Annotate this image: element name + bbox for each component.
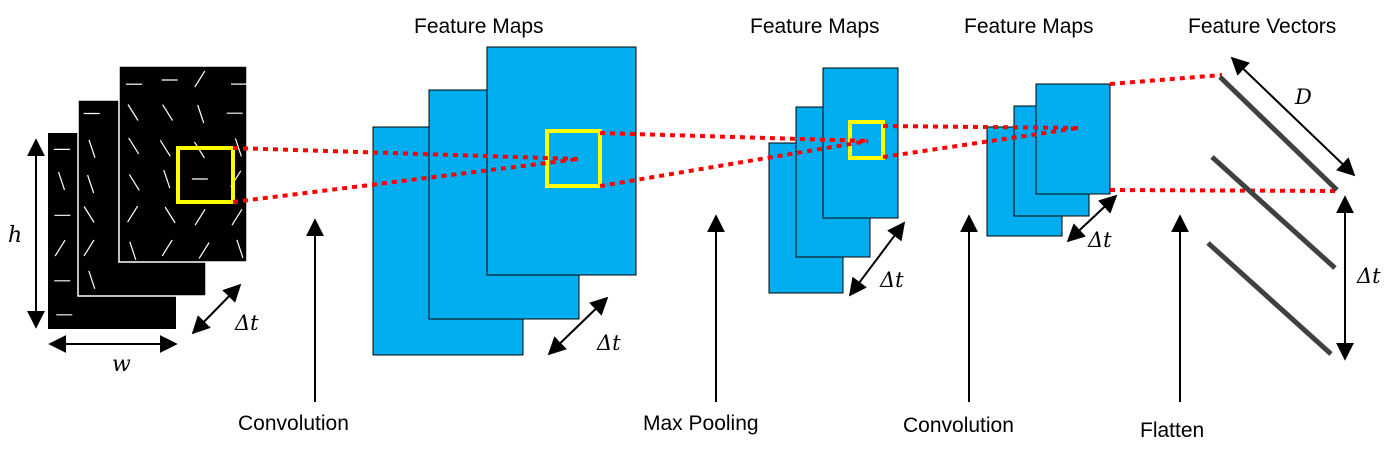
max-pooling-label: Max Pooling [643, 412, 759, 435]
edge-stroke [83, 206, 95, 223]
receptive-field-box-input [176, 146, 235, 204]
input-frames [48, 65, 248, 329]
edge-stroke [127, 205, 139, 223]
flatten-label: Flatten [1140, 419, 1204, 442]
edge-stroke [163, 169, 171, 189]
feature-maps-2-title: Feature Maps [750, 15, 880, 38]
edge-stroke [194, 70, 206, 88]
feature-vectors [1206, 75, 1339, 356]
convolution-label-2: Convolution [903, 414, 1014, 437]
edge-stroke [128, 137, 140, 155]
dimension-arrow [1230, 56, 1356, 177]
feature-maps-3 [986, 83, 1111, 237]
edge-stroke [129, 241, 137, 260]
feature-map-1-front [486, 46, 637, 276]
edge-stroke [164, 206, 176, 224]
edge-stroke [234, 138, 242, 157]
edge-stroke [128, 174, 140, 191]
feature-map-3-front [1035, 83, 1111, 195]
feature-maps-3-title: Feature Maps [964, 15, 1094, 38]
depth-label-vectors: Δt [1356, 264, 1381, 288]
height-label: h [8, 223, 22, 248]
edge-stroke [198, 242, 210, 259]
edge-stroke [231, 208, 243, 226]
edge-stroke [127, 104, 139, 121]
edge-stroke [161, 239, 173, 257]
depth-arrow-fm1 [547, 296, 609, 356]
feature-vector-3 [1206, 241, 1333, 356]
feature-vectors-title: Feature Vectors [1188, 15, 1336, 38]
edge-stroke [87, 174, 95, 194]
dimension-label: D [1294, 85, 1312, 109]
edge-stroke [88, 270, 96, 289]
depth-label-fm1: Δt [596, 331, 621, 355]
feature-maps-2 [768, 67, 899, 294]
edge-stroke [54, 239, 66, 257]
edge-stroke [83, 239, 95, 257]
feature-maps-1 [372, 46, 637, 356]
width-label: w [112, 352, 131, 377]
feature-vector-1 [1218, 75, 1339, 192]
depth-arrow-fm3 [1066, 194, 1118, 243]
edge-stroke [197, 104, 205, 124]
feature-maps-1-title: Feature Maps [414, 15, 544, 38]
depth-arrow-fm2 [848, 221, 906, 297]
edge-stroke [57, 171, 66, 191]
edge-stroke [162, 104, 174, 121]
depth-label-fm2: Δt [879, 268, 904, 292]
convolution-label-1: Convolution [238, 412, 349, 435]
edge-stroke [236, 239, 244, 258]
edge-stroke [88, 139, 96, 158]
projection-lines [232, 73, 1339, 204]
edge-stroke [194, 208, 206, 226]
input-edge-strokes [53, 70, 247, 316]
edge-stroke [159, 139, 171, 157]
depth-arrow-input [191, 283, 242, 335]
depth-label-input: Δt [234, 311, 259, 335]
depth-label-fm3: Δt [1087, 228, 1112, 252]
input-frame-front [118, 65, 248, 263]
